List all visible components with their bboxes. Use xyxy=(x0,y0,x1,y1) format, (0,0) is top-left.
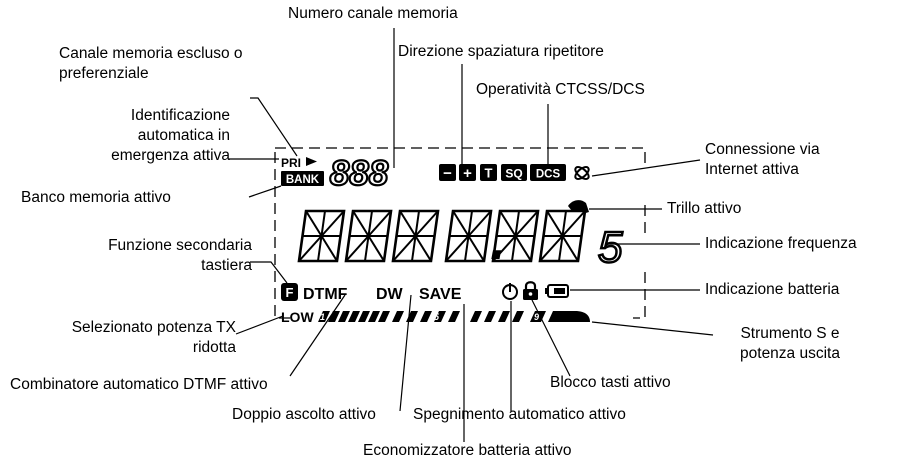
memory-channel-digits: 888 xyxy=(330,154,389,193)
svg-text:+: + xyxy=(463,165,472,182)
svg-text:SQ: SQ xyxy=(505,167,522,181)
meter-mark-1: 1 xyxy=(320,312,325,322)
frequency-display xyxy=(297,209,587,263)
label-frequency: Indicazione frequenza xyxy=(705,235,857,252)
label-secondary-function: Funzione secondaria tastiera xyxy=(108,237,252,274)
tone-icon xyxy=(480,164,497,181)
label-low-power: Selezionato potenza TX ridotta xyxy=(71,319,236,356)
frequency-dot: . xyxy=(490,207,506,272)
meter-mark-5: 5 xyxy=(434,312,440,322)
label-key-lock: Blocco tasti attivo xyxy=(550,374,671,391)
frequency-char-4 xyxy=(444,209,493,263)
internet-icon xyxy=(574,166,590,180)
svg-text:−: − xyxy=(443,165,452,182)
dw-indicator: DW xyxy=(376,286,404,303)
label-smeter: Strumento S e potenza uscita xyxy=(740,325,840,362)
frequency-char-1 xyxy=(297,209,346,263)
frequency-last-digit: 5 xyxy=(598,223,623,272)
label-ctcss-dcs: Operatività CTCSS/DCS xyxy=(476,81,645,98)
frequency-char-2 xyxy=(344,209,393,263)
label-battery-saver: Economizzatore batteria attivo xyxy=(363,442,572,459)
lock-icon xyxy=(523,281,538,300)
frequency-char-3 xyxy=(391,209,440,263)
low-power-indicator: LOW xyxy=(281,309,314,325)
minus-shift-icon xyxy=(439,164,456,181)
f-key-icon xyxy=(281,283,298,301)
svg-text:DCS: DCS xyxy=(536,169,561,181)
label-dtmf-autodialer: Combinatore automatico DTMF attivo xyxy=(10,376,268,393)
svg-text:T: T xyxy=(485,166,493,181)
s-meter-bar: 1 5 9 xyxy=(318,311,590,322)
frequency-char-5 xyxy=(491,209,540,263)
label-battery: Indicazione batteria xyxy=(705,281,840,298)
bank-indicator xyxy=(281,171,324,186)
svg-text:F: F xyxy=(286,285,294,300)
svg-text:BANK: BANK xyxy=(286,174,320,186)
frequency-char-6 xyxy=(538,209,587,263)
plus-shift-icon xyxy=(459,164,476,181)
leader-lines xyxy=(229,28,714,442)
label-channel-number: Numero canale memoria xyxy=(288,5,458,22)
label-bank-active: Banco memoria attivo xyxy=(21,189,171,206)
label-emergency-id: Identificazione automatica in emergenza … xyxy=(111,107,230,164)
sq-icon xyxy=(501,164,527,181)
pri-indicator: PRI xyxy=(281,156,301,170)
apo-icon xyxy=(502,283,518,300)
pri-arrow-icon xyxy=(306,157,317,166)
label-dual-watch: Doppio ascolto attivo xyxy=(232,406,376,423)
label-internet: Connessione via Internet attiva xyxy=(705,141,820,178)
label-repeater-shift: Direzione spaziatura ripetitore xyxy=(398,43,604,60)
meter-mark-9: 9 xyxy=(534,312,539,322)
dcs-icon xyxy=(530,164,566,181)
label-apo: Spegnimento automatico attivo xyxy=(413,406,626,423)
save-indicator: SAVE xyxy=(419,286,462,303)
battery-icon xyxy=(545,284,569,298)
label-skip-preferential: Canale memoria escluso o preferenziale xyxy=(59,45,243,82)
label-bell: Trillo attivo xyxy=(667,200,742,217)
dtmf-indicator: DTMF xyxy=(303,286,348,303)
